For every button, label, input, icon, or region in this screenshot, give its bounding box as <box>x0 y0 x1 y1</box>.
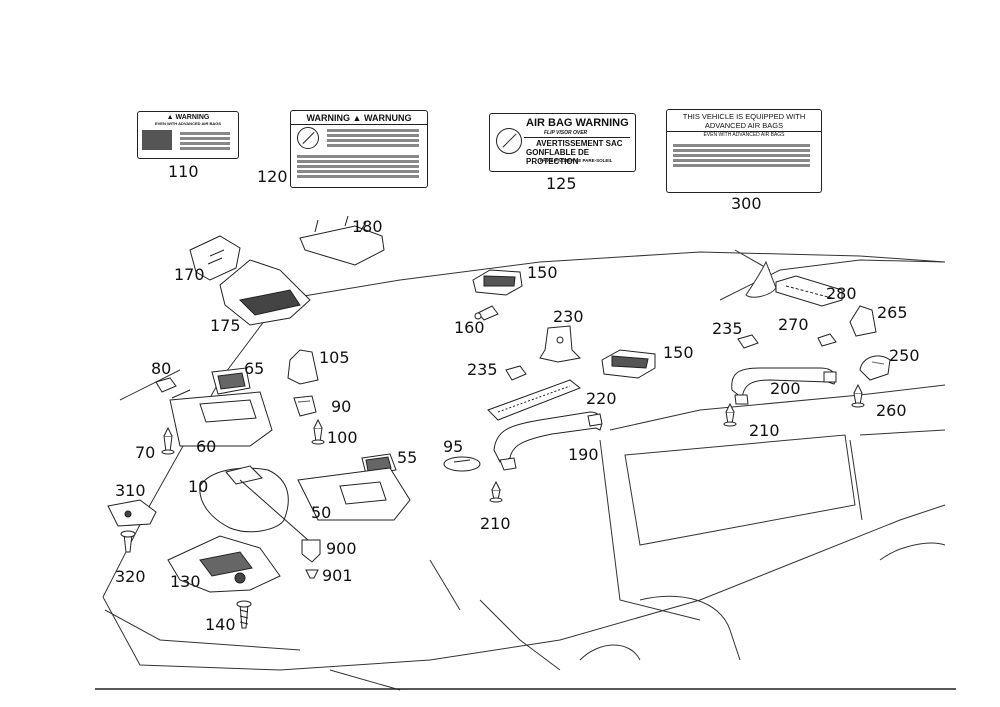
part-190-grab-handle <box>493 411 603 471</box>
label-125-french-3: FAIRE PIVOTER LE PARE-SOLEIL <box>540 158 613 163</box>
part-230-clip <box>539 325 582 363</box>
callout-250: 250 <box>889 346 920 365</box>
label-300-title-1: THIS VEHICLE IS EQUIPPED WITH <box>682 112 806 121</box>
part-250-clip <box>859 355 891 381</box>
part-100-screw <box>311 418 325 445</box>
part-260-screw <box>851 383 865 408</box>
label-110-subtitle: EVEN WITH ADVANCED AIR BAGS <box>154 121 222 126</box>
callout-50: 50 <box>311 503 331 522</box>
callout-270: 270 <box>778 315 809 334</box>
part-170-cover <box>189 235 241 281</box>
part-310-bracket <box>107 499 157 527</box>
no-child-seat-icon <box>297 127 319 149</box>
callout-180: 180 <box>352 217 383 236</box>
part-70-screw <box>161 426 175 455</box>
callout-60: 60 <box>196 437 216 456</box>
callout-100: 100 <box>327 428 358 447</box>
part-265-clip <box>849 305 877 337</box>
part-90-clip <box>293 395 317 417</box>
part-210-screw-2 <box>723 402 737 427</box>
callout-110: 110 <box>168 162 199 181</box>
callout-200: 200 <box>770 379 801 398</box>
part-95-cover-cap <box>443 456 481 472</box>
part-140-screw <box>236 600 252 629</box>
part-175-overhead-console <box>219 259 311 326</box>
part-10-rearview-mirror <box>199 465 289 533</box>
part-900-wire-connector <box>301 539 321 563</box>
callout-260: 260 <box>876 401 907 420</box>
no-child-seat-icon <box>496 128 522 154</box>
part-65-vanity-mirror <box>211 367 251 395</box>
callout-210: 210 <box>480 514 511 533</box>
label-125-title: AIR BAG WARNING <box>526 117 629 129</box>
part-901-plug <box>305 569 319 579</box>
callout-140: 140 <box>205 615 236 634</box>
part-200-grab-handle <box>731 367 837 405</box>
label-125: AIR BAG WARNING FLIP VISOR OVER AVERTISS… <box>489 113 636 172</box>
callout-numbers: 110 120 125 300 180 170 175 150 160 230 … <box>115 162 920 634</box>
part-320-screw <box>120 530 136 553</box>
part-280-rear-light <box>775 275 843 307</box>
callout-160: 160 <box>454 318 485 337</box>
callout-230: 230 <box>553 307 584 326</box>
callout-175: 175 <box>210 316 241 335</box>
callout-210-b: 210 <box>749 421 780 440</box>
part-150-reading-light-2 <box>601 349 656 379</box>
callout-95: 95 <box>443 437 463 456</box>
part-235-nut-2 <box>737 334 759 349</box>
callout-150: 150 <box>527 263 558 282</box>
callout-310: 310 <box>115 481 146 500</box>
part-50-sun-visor <box>297 467 411 521</box>
callout-125: 125 <box>546 174 577 193</box>
label-120-title: WARNING ▲ WARNUNG <box>291 113 427 125</box>
label-125-french-2: GONFLABLE DE PROTECTION <box>526 148 590 166</box>
callout-80: 80 <box>151 359 171 378</box>
callout-901: 901 <box>322 566 353 585</box>
callout-10: 10 <box>188 477 208 496</box>
callout-900: 900 <box>326 539 357 558</box>
callout-190: 190 <box>568 445 599 464</box>
label-300: THIS VEHICLE IS EQUIPPED WITH ADVANCED A… <box>666 109 822 193</box>
part-270-nut <box>817 333 837 347</box>
callout-105: 105 <box>319 348 350 367</box>
label-300-title-2: ADVANCED AIR BAGS <box>667 121 821 132</box>
callout-70: 70 <box>135 443 155 462</box>
label-110-title: ▲ WARNING <box>166 114 210 121</box>
label-300-subtitle: EVEN WITH ADVANCED AIR BAGS <box>703 132 785 138</box>
callout-300: 300 <box>731 194 762 213</box>
part-150-reading-light <box>472 269 523 296</box>
callout-90: 90 <box>331 397 351 416</box>
label-120: WARNING ▲ WARNUNG <box>290 110 428 188</box>
leader-line-900 <box>239 479 309 541</box>
callout-150-b: 150 <box>663 343 694 362</box>
part-130-mirror-base <box>167 535 281 593</box>
callout-320: 320 <box>115 567 146 586</box>
callout-235-b: 235 <box>712 319 743 338</box>
callout-170: 170 <box>174 265 205 284</box>
part-235-nut <box>505 365 527 381</box>
callout-220: 220 <box>586 389 617 408</box>
callout-120: 120 <box>257 167 288 186</box>
label-125-subtitle: FLIP VISOR OVER <box>544 130 588 136</box>
callout-130: 130 <box>170 572 201 591</box>
part-60-sun-visor <box>169 389 273 447</box>
vehicle-roof-outline <box>102 249 946 691</box>
callout-65: 65 <box>244 359 264 378</box>
part-160-bulb <box>474 305 499 321</box>
part-80-clip <box>155 377 177 393</box>
label-110: ▲ WARNING EVEN WITH ADVANCED AIR BAGS <box>137 111 239 159</box>
callout-235: 235 <box>467 360 498 379</box>
callout-280: 280 <box>826 284 857 303</box>
part-210-screw <box>489 480 503 503</box>
part-180-bracket <box>299 215 385 266</box>
part-105-clip <box>287 349 319 385</box>
part-220-trim-strip <box>487 379 581 421</box>
label-125-french-1: AVERTISSEMENT SAC <box>536 139 623 148</box>
callout-55: 55 <box>397 448 417 467</box>
callout-265: 265 <box>877 303 908 322</box>
label-110-icons <box>142 130 172 150</box>
